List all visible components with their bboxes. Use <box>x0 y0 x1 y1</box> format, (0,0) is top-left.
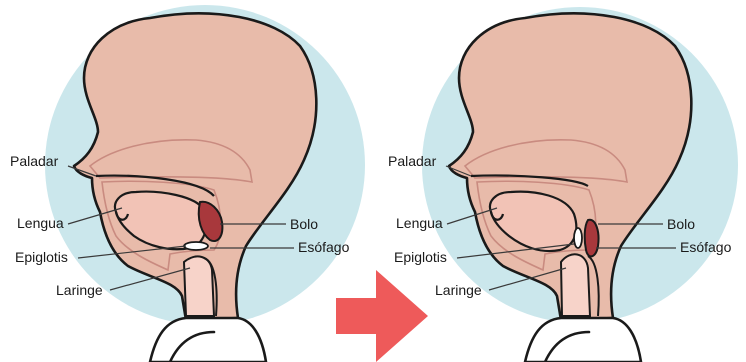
label-laringe: Laringe <box>435 282 482 298</box>
right-arrow-icon <box>336 270 428 362</box>
label-bolo: Bolo <box>290 216 318 232</box>
label-paladar: Paladar <box>388 153 437 169</box>
label-lengua: Lengua <box>17 215 64 231</box>
shoulders <box>150 318 266 362</box>
label-esofago: Esófago <box>298 239 350 255</box>
label-epiglotis: Epiglotis <box>394 249 447 265</box>
head-panel-after <box>422 7 738 362</box>
label-paladar: Paladar <box>10 153 59 169</box>
epiglottis <box>574 228 582 248</box>
shoulders <box>525 318 641 362</box>
label-lengua: Lengua <box>396 215 443 231</box>
label-laringe: Laringe <box>56 282 103 298</box>
bolus <box>585 220 599 257</box>
label-bolo: Bolo <box>667 216 695 232</box>
head-panel-before <box>45 5 365 362</box>
label-epiglotis: Epiglotis <box>15 249 68 265</box>
larynx <box>184 256 214 316</box>
label-esofago: Esófago <box>680 239 732 255</box>
epiglottis <box>184 242 208 250</box>
larynx <box>561 254 590 316</box>
